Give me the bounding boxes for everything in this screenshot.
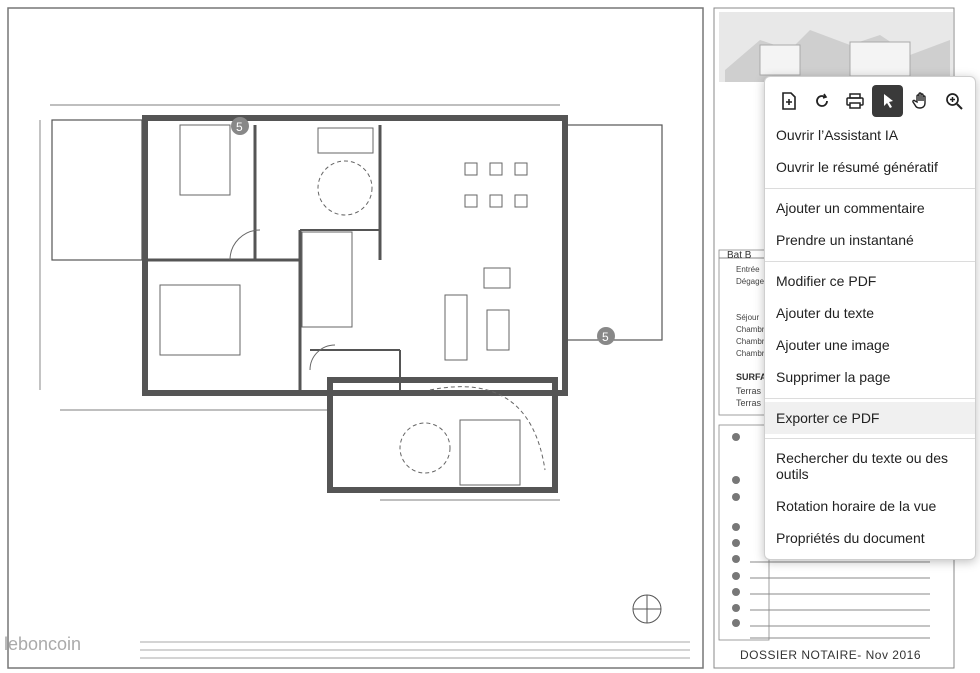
plan-marker-label: 5 xyxy=(236,120,243,134)
context-toolbar xyxy=(773,85,969,117)
svg-text:Terras: Terras xyxy=(736,398,762,408)
svg-text:Dégage: Dégage xyxy=(736,277,765,286)
svg-text:Chambr: Chambr xyxy=(736,325,765,334)
svg-text:Chambr: Chambr xyxy=(736,349,765,358)
menu-item-edit-pdf[interactable]: Modifier ce PDF xyxy=(776,273,877,289)
menu-item-export-pdf[interactable]: Exporter ce PDF xyxy=(765,402,975,434)
menu-item-open-ai-assistant[interactable]: Ouvrir l’Assistant IA xyxy=(776,127,899,143)
menu-separator xyxy=(765,398,975,399)
menu-separator xyxy=(765,188,975,189)
menu-separator xyxy=(765,438,975,439)
svg-text:Terras: Terras xyxy=(736,386,762,396)
svg-text:Chambr: Chambr xyxy=(736,337,765,346)
menu-item-rotate-clockwise[interactable]: Rotation horaire de la vue xyxy=(776,498,937,514)
menu-separator xyxy=(765,261,975,262)
menu-item-take-snapshot[interactable]: Prendre un instantané xyxy=(776,232,914,248)
menu-item-add-image[interactable]: Ajouter une image xyxy=(776,337,890,353)
bat-label: Bat B xyxy=(727,250,752,261)
svg-text:SURFAC: SURFAC xyxy=(736,372,774,382)
page-extract-icon[interactable] xyxy=(773,85,804,117)
svg-text:Entrée: Entrée xyxy=(736,265,760,274)
hand-icon[interactable] xyxy=(905,85,936,117)
menu-item-document-properties[interactable]: Propriétés du document xyxy=(776,530,925,546)
rotate-icon[interactable] xyxy=(806,85,837,117)
watermark-logo: leboncoin xyxy=(4,634,82,654)
menu-item-add-text[interactable]: Ajouter du texte xyxy=(776,305,875,321)
menu-item-search-text-tools[interactable]: Rechercher du texte ou des outils xyxy=(776,450,948,482)
svg-text:5: 5 xyxy=(602,330,609,344)
pointer-icon[interactable] xyxy=(872,85,903,117)
print-icon[interactable] xyxy=(839,85,870,117)
menu-item-add-comment[interactable]: Ajouter un commentaire xyxy=(776,200,925,216)
svg-text:Séjour: Séjour xyxy=(736,313,759,322)
menu-item-open-generative-summary[interactable]: Ouvrir le résumé génératif xyxy=(776,159,938,175)
document-footer-title: DOSSIER NOTAIRE- Nov 2016 xyxy=(740,648,921,662)
context-menu: Ouvrir l’Assistant IA Ouvrir le résumé g… xyxy=(764,76,976,560)
zoom-in-icon[interactable] xyxy=(938,85,969,117)
menu-item-delete-page[interactable]: Supprimer la page xyxy=(776,369,891,385)
